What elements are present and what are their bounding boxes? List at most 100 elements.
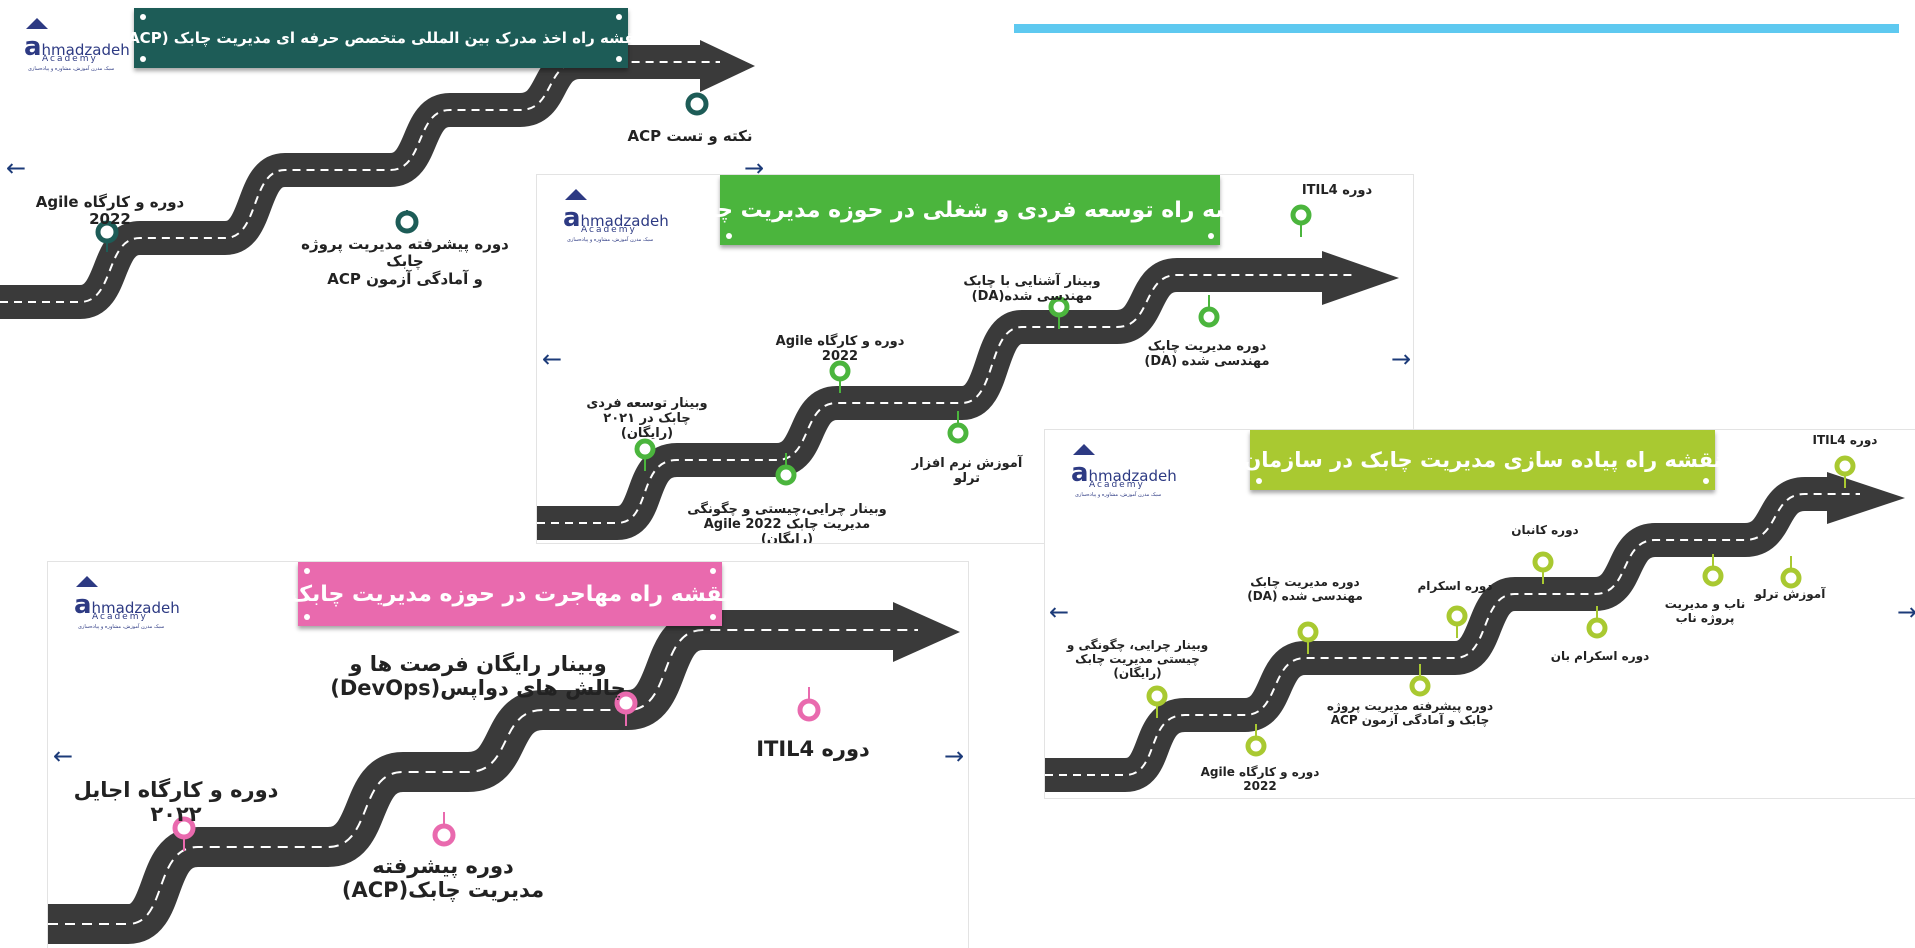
roadmap-card-migration: ahmadzadeh Academy سبک مدرن آموزش، مشاور… — [48, 562, 968, 948]
milestone-label: دوره اسکرام بان — [1550, 649, 1650, 663]
milestone-pin — [395, 210, 419, 234]
roadmap-title-banner: نقشه راه مهاجرت در حوزه مدیریت چابک — [289, 562, 731, 626]
logo-roof-icon — [565, 189, 587, 200]
milestone-pin — [685, 92, 709, 116]
prev-arrow[interactable]: ← — [6, 154, 27, 182]
milestone-pin — [1702, 554, 1724, 587]
milestone-label: دوره اسکرام — [1417, 579, 1493, 593]
logo-word: hmadzadeh — [580, 212, 669, 230]
brand-logo: ahmadzadeh Academy سبک مدرن آموزش، مشاور… — [74, 576, 180, 636]
brand-logo: ahmadzadeh Academy سبک مدرن آموزش، مشاور… — [24, 18, 130, 78]
logo-roof-icon — [26, 18, 48, 29]
milestone-label: دوره و کارگاه اجایل ۲۰۲۲ — [73, 778, 279, 827]
milestone-label: وبینار آشنایی با چابک مهندسی شده(DA) — [963, 274, 1101, 304]
milestone-label: وبینار چرایی،چیستی و چگونگی مدیریت چابک … — [687, 502, 887, 543]
road-arrow-head — [893, 602, 960, 662]
road-lane — [537, 274, 1352, 524]
logo-letter: a — [74, 590, 92, 620]
roadmap-title: نقشه راه توسعه فردی و شغلی در حوزه مدیری… — [678, 197, 1262, 223]
milestone-label: آموزش نرم افزار ترلو — [911, 456, 1023, 486]
milestone-pin — [432, 812, 456, 847]
milestone-pin — [1245, 724, 1267, 757]
roadmap-title-banner: نقشه راه توسعه فردی و شغلی در حوزه مدیری… — [678, 175, 1262, 245]
next-arrow[interactable]: → — [744, 154, 765, 182]
milestone-label: ناب و مدیریت پروژه ناب — [1664, 597, 1746, 625]
road-lane — [48, 629, 918, 925]
logo-academy: Academy — [92, 612, 148, 622]
milestone-label: دوره ITIL4 — [1812, 433, 1878, 447]
logo-roof-icon — [1073, 444, 1095, 455]
roadmap-card-career: ahmadzadeh Academy سبک مدرن آموزش، مشاور… — [537, 175, 1413, 543]
milestone-label: دوره و کارگاه Agile 2022 — [35, 193, 185, 229]
milestone-pin — [1532, 551, 1554, 584]
logo-word: hmadzadeh — [91, 599, 180, 617]
milestone-pin — [1446, 605, 1468, 638]
logo-tagline: سبک مدرن آموزش، مشاوره و پیاده‌سازی — [1075, 492, 1162, 498]
milestone-pin — [1048, 296, 1070, 329]
logo-tagline: سبک مدرن آموزش، مشاوره و پیاده‌سازی — [28, 66, 115, 72]
logo-tagline: سبک مدرن آموزش، مشاوره و پیاده‌سازی — [567, 237, 654, 243]
road-graphic — [0, 40, 755, 319]
road-lane — [0, 61, 720, 303]
prev-arrow[interactable]: ← — [53, 742, 74, 770]
logo-roof-icon — [76, 576, 98, 587]
milestone-pin — [1834, 455, 1856, 488]
milestone-label: دوره ITIL4 — [1301, 183, 1373, 198]
milestone-pin — [1780, 556, 1802, 589]
milestone-label: نکته و تست ACP — [627, 127, 753, 145]
road-lane — [1045, 493, 1860, 776]
milestone-pin — [1409, 664, 1431, 697]
roadmap-title-banner: نقشه راه پیاده سازی مدیریت چابک در سازما… — [1243, 430, 1722, 490]
road-arrow-head — [1827, 472, 1905, 524]
milestone-label: وبینار چرایی، چگونگی و چیستی مدیریت چابک… — [1066, 638, 1209, 680]
milestone-label: دوره ITIL4 — [756, 737, 870, 761]
road — [1045, 477, 1835, 792]
milestone-label: وبینار توسعه فردی چابک در ۲۰۲۱ (رایگان) — [586, 396, 708, 441]
road-arrow-head — [1322, 251, 1399, 305]
road-arrow-head — [700, 40, 755, 92]
logo-academy: Academy — [42, 54, 98, 64]
milestone-pin — [1290, 204, 1312, 237]
roadmap-title: نقشه راه مهاجرت در حوزه مدیریت چابک — [289, 581, 731, 607]
milestone-pin — [1198, 295, 1220, 328]
roadmap-title-banner: نقشه راه اخذ مدرک بین المللی متخصص حرفه … — [121, 8, 641, 68]
milestone-pin — [797, 687, 821, 722]
logo-tagline: سبک مدرن آموزش، مشاوره و پیاده‌سازی — [78, 624, 165, 630]
milestone-pin — [634, 438, 656, 471]
milestone-pin — [947, 411, 969, 444]
next-arrow[interactable]: → — [1897, 598, 1915, 626]
milestone-pin — [1146, 685, 1168, 718]
milestone-label: دوره پیشرفته مدیریت پروژه چابک و آمادگی … — [301, 235, 509, 288]
milestone-label: دوره کانبان — [1511, 523, 1579, 537]
milestone-pin — [95, 220, 119, 252]
next-arrow[interactable]: → — [1391, 345, 1412, 373]
logo-letter: a — [563, 203, 581, 233]
road-graphic — [537, 251, 1399, 540]
roadmap-card-acp: ahmadzadeh Academy سبک مدرن آموزش، مشاور… — [0, 0, 766, 328]
milestone-label: دوره پیشرفته مدیریت چابک(ACP) — [341, 854, 545, 903]
milestone-label: دوره مدیریت چابک مهندسی شده (DA) — [1144, 339, 1270, 369]
logo-letter: a — [1071, 458, 1089, 488]
prev-arrow[interactable]: ← — [542, 345, 563, 373]
roadmap-card-organization: ahmadzadeh Academy سبک مدرن آموزش، مشاور… — [1045, 430, 1915, 798]
prev-arrow[interactable]: ← — [1049, 598, 1070, 626]
accent-bar — [1014, 24, 1899, 33]
milestone-label: دوره و کارگاه Agile 2022 — [775, 334, 905, 364]
milestone-pin — [1297, 621, 1319, 654]
next-arrow[interactable]: → — [944, 742, 965, 770]
roadmap-title: نقشه راه اخذ مدرک بین المللی متخصص حرفه … — [121, 29, 641, 47]
milestone-label: دوره و کارگاه Agile 2022 — [1200, 765, 1320, 793]
milestone-label: دوره مدیریت چابک مهندسی شده (DA) — [1247, 575, 1363, 603]
road-graphic — [48, 602, 960, 944]
milestone-pin — [775, 453, 797, 486]
milestone-pin — [1586, 606, 1608, 639]
milestone-label: آموزش ترلو — [1754, 587, 1826, 601]
logo-letter: a — [24, 32, 42, 62]
logo-academy: Academy — [1089, 480, 1145, 490]
milestone-pin — [829, 360, 851, 393]
brand-logo: ahmadzadeh Academy سبک مدرن آموزش، مشاور… — [563, 189, 669, 249]
road-graphic — [1045, 472, 1905, 792]
milestone-label: وبینار رایگان فرصت ها و چالش های دواپس(D… — [330, 652, 626, 701]
logo-word: hmadzadeh — [1088, 467, 1177, 485]
milestone-label: دوره پیشرفته مدیریت پروژه چابک و آمادگی … — [1326, 699, 1494, 727]
